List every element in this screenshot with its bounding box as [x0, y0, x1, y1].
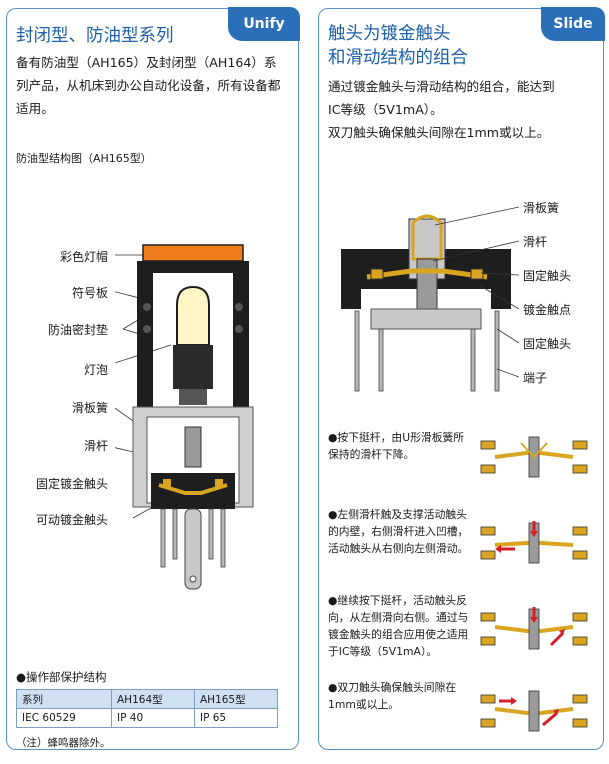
right-title-line1: 触头为镀金触头	[328, 24, 451, 44]
label-fixed-gold-contact: 固定镀金触头	[36, 477, 109, 491]
table-cell: IP 40	[111, 708, 195, 728]
step-1-diagram	[480, 436, 588, 478]
protection-table: 系列 AH164型 AH165型 IEC 60529 IP 40 IP 65	[16, 689, 279, 728]
table-header-cell: AH164型	[111, 689, 195, 709]
label-terminal: 端子	[523, 371, 548, 385]
table-cell: IP 65	[193, 708, 279, 728]
step-4-text: ●双刀触头确保触头间隙在1mm或以上。	[328, 681, 457, 711]
table-row: IEC 60529 IP 40 IP 65	[16, 708, 279, 728]
right-description-line1: 通过镀金触头与滑动结构的组合，能达到	[328, 79, 555, 94]
protection-structure-heading: ●操作部保护结构	[16, 670, 107, 684]
left-panel: Unify 封闭型、防油型系列 备有防油型（AH165）及封闭型（AH164）系…	[6, 7, 300, 750]
label-slide-spring: 滑板簧	[72, 401, 109, 415]
right-title-line2: 和滑动结构的组合	[328, 48, 468, 68]
step-3-diagram	[480, 607, 588, 650]
right-description-line2: IC等级（5V1mA）。	[328, 102, 443, 117]
label-slide-rod: 滑杆	[84, 439, 109, 453]
ah165-structure-diagram	[115, 244, 254, 590]
label-fixed-contact-bottom: 固定触头	[523, 337, 572, 351]
table-header-row: 系列 AH164型 AH165型	[16, 689, 279, 709]
table-header-cell: 系列	[16, 689, 112, 709]
label-bulb: 灯泡	[84, 363, 109, 377]
label-movable-gold-contact: 可动镀金触头	[36, 513, 109, 527]
table-header-cell: AH165型	[193, 689, 279, 709]
label-oil-seal: 防油密封垫	[48, 323, 109, 337]
label-slide-rod: 滑杆	[523, 235, 548, 249]
slide-badge: Slide	[541, 7, 605, 41]
diagram-caption: 防油型结构图（AH165型）	[16, 152, 152, 165]
right-description-line3: 双刀触头确保触头间隙在1mm或以上。	[328, 125, 550, 140]
step-4-diagram	[480, 690, 588, 732]
left-description: 备有防油型（AH165）及封闭型（AH164）系列产品，从机床到办公自动化设备，…	[16, 55, 281, 116]
step-1-text: ●按下挺杆，由U形滑板簧所保持的滑杆下降。	[328, 431, 465, 461]
label-symbol-plate: 符号板	[72, 286, 109, 300]
label-gold-contact-point: 镀金触点	[523, 303, 572, 317]
label-fixed-contact-top: 固定触头	[523, 269, 572, 283]
label-slide-spring: 滑板簧	[523, 201, 560, 215]
table-cell: IEC 60529	[16, 708, 112, 728]
step-3-text: ●继续按下挺杆，活动触头反向，从左侧滑向右侧。通过与镀金触头的组合应用使之适用于…	[328, 594, 469, 658]
unify-badge: Unify	[228, 7, 300, 41]
slide-mechanism-diagram	[341, 206, 520, 392]
left-title: 封闭型、防油型系列	[16, 26, 174, 46]
step-2-diagram	[480, 521, 588, 564]
right-panel: Slide 触头为镀金触头 和滑动结构的组合 通过镀金触头与滑动结构的组合，能达…	[318, 7, 605, 750]
footnote: （注）蜂鸣器除外。	[16, 737, 111, 749]
label-color-cap: 彩色灯帽	[60, 250, 109, 264]
step-2-text: ●左侧滑杆触及支撑活动触头的内壁，右侧滑杆进入凹槽，活动触头从右侧向左侧滑动。	[328, 508, 469, 555]
